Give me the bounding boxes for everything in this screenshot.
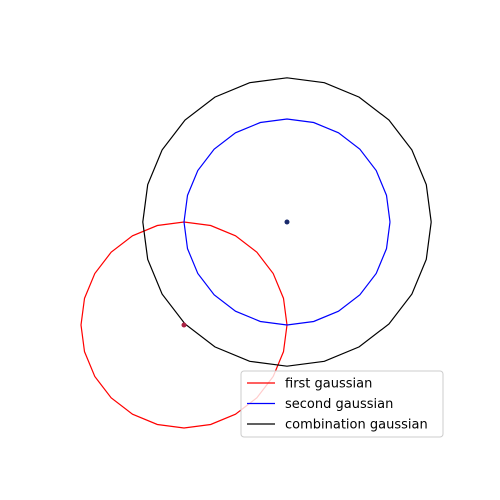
series-layer [80,77,432,429]
legend-label-3: combination gaussian [285,418,428,433]
legend-frame [240,370,444,438]
series-line-3 [142,77,432,367]
center-point-2 [284,219,290,225]
legend-label-1: first gaussian [285,377,372,392]
legend-items: first gaussian second gaussian combination… [247,377,428,433]
series-line-2 [183,118,391,326]
center-point-1 [181,322,187,328]
legend-label-2: second gaussian [285,397,393,412]
series-line-1 [80,221,288,429]
legend: first gaussian second gaussian combination… [240,370,444,438]
center-points-layer [181,219,290,328]
